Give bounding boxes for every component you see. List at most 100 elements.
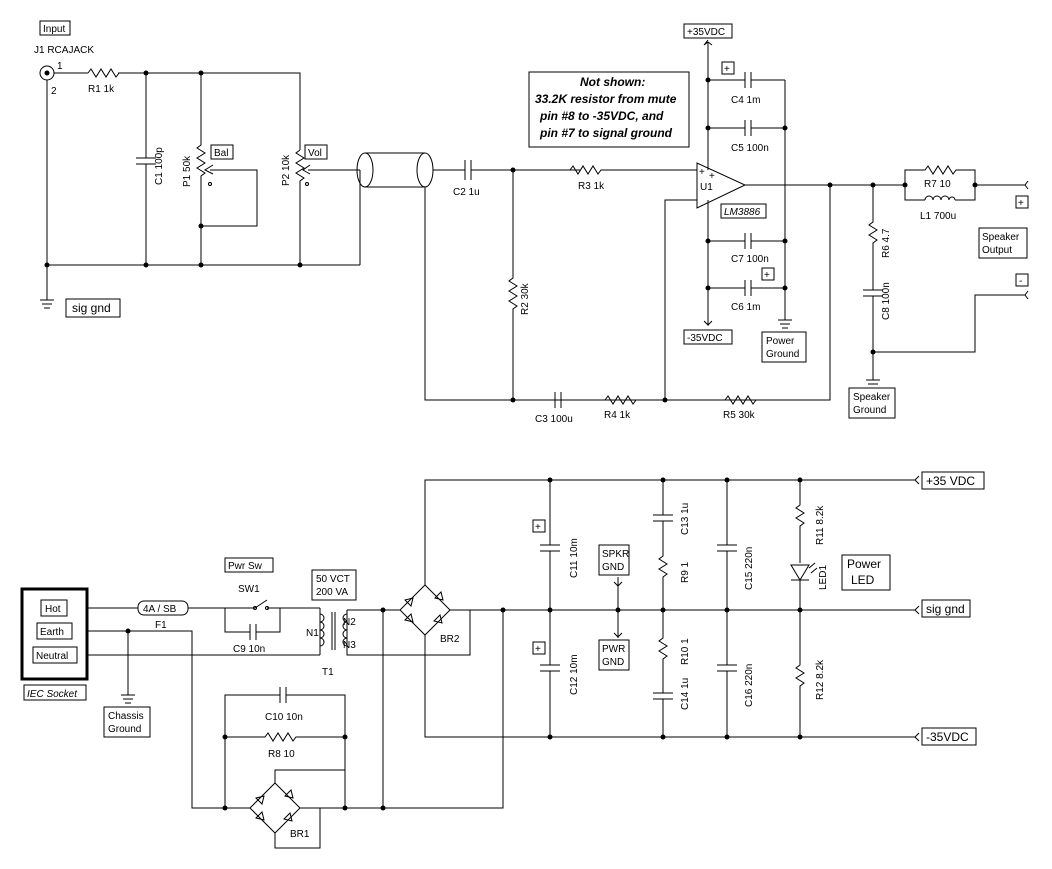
r8-label: R8 10 (268, 749, 295, 760)
p1-terminal (208, 182, 212, 186)
svg-text:Chassis: Chassis (108, 711, 144, 722)
svg-text:-: - (1019, 276, 1022, 287)
resistor-r10 (653, 610, 673, 737)
bal-label: Bal (210, 144, 234, 160)
led1 (790, 562, 818, 610)
c9-label: C9 10n (233, 644, 265, 655)
wire-br1-input (128, 630, 346, 809)
resistor-r8 (225, 732, 345, 742)
c12-plus-box: + (532, 641, 546, 655)
c12-label: C12 10m (569, 654, 580, 695)
wire-spkr-gnd (613, 577, 623, 610)
svg-text:GND: GND (602, 657, 624, 668)
c6-plus-box: + (761, 267, 775, 281)
r6-label: R6 4.7 (881, 228, 892, 258)
c10-label: C10 10n (265, 712, 303, 723)
c11-label: C11 10m (569, 538, 580, 578)
potentiometer-p1 (196, 73, 258, 265)
svg-text:Ground: Ground (853, 405, 886, 416)
svg-text:LM3886: LM3886 (724, 207, 761, 218)
resistor-r11 (795, 480, 805, 563)
svg-text:PWR: PWR (602, 644, 625, 655)
rca-jack-j1 (39, 65, 55, 81)
svg-text:+35VDC: +35VDC (687, 27, 725, 38)
svg-text:+: + (1018, 198, 1024, 209)
iec-socket: Hot Earth Neutral (20, 587, 89, 681)
power-ground-label: Power Ground (761, 331, 807, 363)
capacitor-c11 (540, 480, 560, 610)
svg-text:LED: LED (851, 573, 875, 587)
junction-dots-bottom (125, 477, 803, 811)
inductor-l1 (924, 195, 956, 201)
svg-text:Speaker: Speaker (982, 232, 1020, 243)
svg-text:+: + (535, 644, 541, 655)
led1-label: LED1 (818, 565, 829, 590)
svg-text:+: + (709, 171, 715, 182)
sig-gnd-symbol-top (40, 299, 54, 309)
wire-minus35-top (703, 200, 713, 327)
svg-text:-35VDC: -35VDC (687, 333, 723, 344)
wire-power-ground (778, 80, 792, 329)
j1-pin1: 1 (57, 61, 63, 72)
svg-text:pin #7 to signal ground: pin #7 to signal ground (539, 126, 673, 140)
n2-label: N2 (343, 617, 356, 628)
capacitor-c12 (540, 610, 560, 737)
resistor-r2 (508, 170, 518, 400)
capacitor-c4 (708, 72, 785, 88)
j1-label: J1 RCAJACK (34, 45, 94, 56)
svg-text:+: + (764, 270, 770, 281)
resistor-r4 (604, 395, 637, 405)
sig-gnd-label-bottom: sig gnd (921, 599, 971, 618)
t1-label: T1 (322, 667, 334, 678)
vol-label: Vol (304, 144, 328, 160)
c4-label: C4 1m (731, 95, 760, 106)
f1-label: F1 (155, 620, 167, 631)
r3-label: R3 1k (578, 181, 605, 192)
sw1-label: SW1 (238, 584, 260, 595)
iec-socket-label: IEC Socket (23, 684, 87, 701)
br2-label: BR2 (440, 634, 460, 645)
speaker-minus-terminal (1024, 290, 1029, 300)
n3-label: N3 (343, 640, 356, 651)
svg-text:Not shown:: Not shown: (580, 75, 645, 89)
c4-plus-box: + (721, 61, 735, 75)
wire-pwr-gnd (613, 610, 623, 638)
svg-text:+35 VDC: +35 VDC (926, 474, 975, 488)
wire-br1-output (274, 610, 504, 849)
speaker-minus-box: - (1015, 273, 1029, 287)
svg-text:50 VCT: 50 VCT (316, 574, 350, 585)
resistor-r5 (724, 395, 757, 405)
transformer-t1 (319, 608, 400, 656)
potentiometer-p2 (295, 149, 360, 265)
capacitor-c15 (717, 480, 737, 610)
c13-label: C13 1u (680, 503, 691, 535)
capacitor-c9 (224, 608, 281, 640)
lm3886-label: LM3886 (720, 203, 767, 219)
capacitor-c2 (433, 160, 580, 180)
j1-pin2: 2 (51, 86, 57, 97)
speaker-ground-label: Speaker Ground (848, 387, 896, 419)
resistor-r1 (87, 68, 120, 78)
wire-ground-left (46, 80, 360, 300)
svg-text:Hot: Hot (45, 604, 61, 615)
c6-label: C6 1m (731, 302, 760, 313)
svg-text:SPKR: SPKR (602, 549, 629, 560)
c15-label: C15 220n (744, 547, 755, 590)
sw1-contact-a (253, 606, 257, 610)
rail-terminals (914, 475, 920, 742)
c7-label: C7 100n (731, 254, 769, 265)
r11-label: R11 8.2k (815, 505, 826, 545)
svg-text:IEC Socket: IEC Socket (27, 689, 78, 700)
c5-label: C5 100n (731, 143, 769, 154)
svg-text:Power: Power (766, 336, 795, 347)
plus35-label-bottom: +35 VDC (921, 471, 985, 490)
n1-label: N1 (306, 628, 319, 639)
capacitor-c3 (513, 392, 562, 408)
capacitor-c6 (708, 280, 785, 296)
resistor-r7 (904, 165, 976, 201)
p1-wiper (203, 164, 214, 175)
r2-label: R2 30k (520, 282, 531, 315)
p2-label: P2 10k (281, 154, 292, 186)
minus35-label-bottom: -35VDC (921, 727, 977, 746)
svg-text:Bal: Bal (214, 148, 228, 159)
